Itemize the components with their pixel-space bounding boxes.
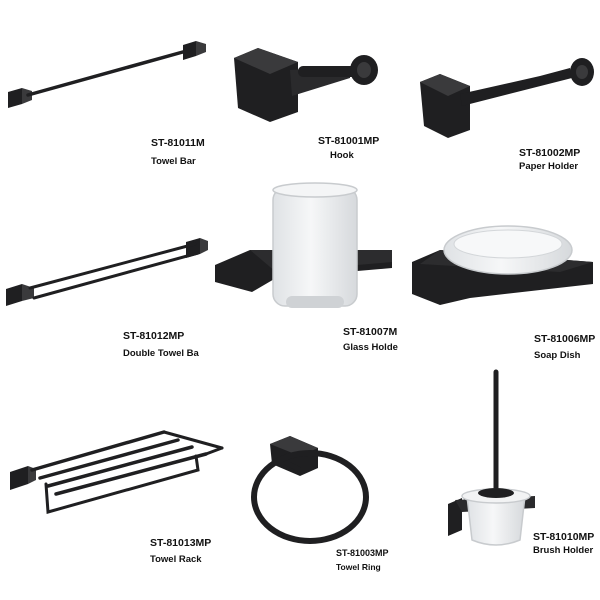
paper-holder-image [420,58,594,138]
product-name: Towel Bar [151,157,196,167]
hook-image [234,48,378,122]
product-code: ST-81012MP [123,330,185,342]
product-code: ST-81001MP [318,135,380,147]
product-code: ST-81002MP [519,147,581,159]
product-name: Paper Holder [519,162,579,172]
towel-rack-image [10,430,224,514]
double-towel-bar-image [6,238,208,306]
product-name: Glass Holde [343,343,398,353]
product-name: Double Towel Ba [123,349,199,359]
product-name: Towel Rack [150,555,202,565]
product-code: ST-81003MP [336,548,389,558]
product-code: ST-81010MP [533,531,595,543]
product-code: ST-81013MP [150,537,212,549]
product-code: ST-81011M [151,137,205,149]
product-name: Soap Dish [534,351,581,361]
brush-holder-image [448,369,535,546]
product-code: ST-81006MP [534,333,596,345]
towel-bar-image [8,41,206,108]
towel-ring-image [251,436,369,544]
product-code: ST-81007M [343,326,398,338]
product-name: Brush Holder [533,546,594,556]
soap-dish-image [412,225,593,305]
product-name: Towel Ring [336,563,381,572]
glass-holder-image [215,182,392,308]
product-name: Hook [330,151,354,161]
